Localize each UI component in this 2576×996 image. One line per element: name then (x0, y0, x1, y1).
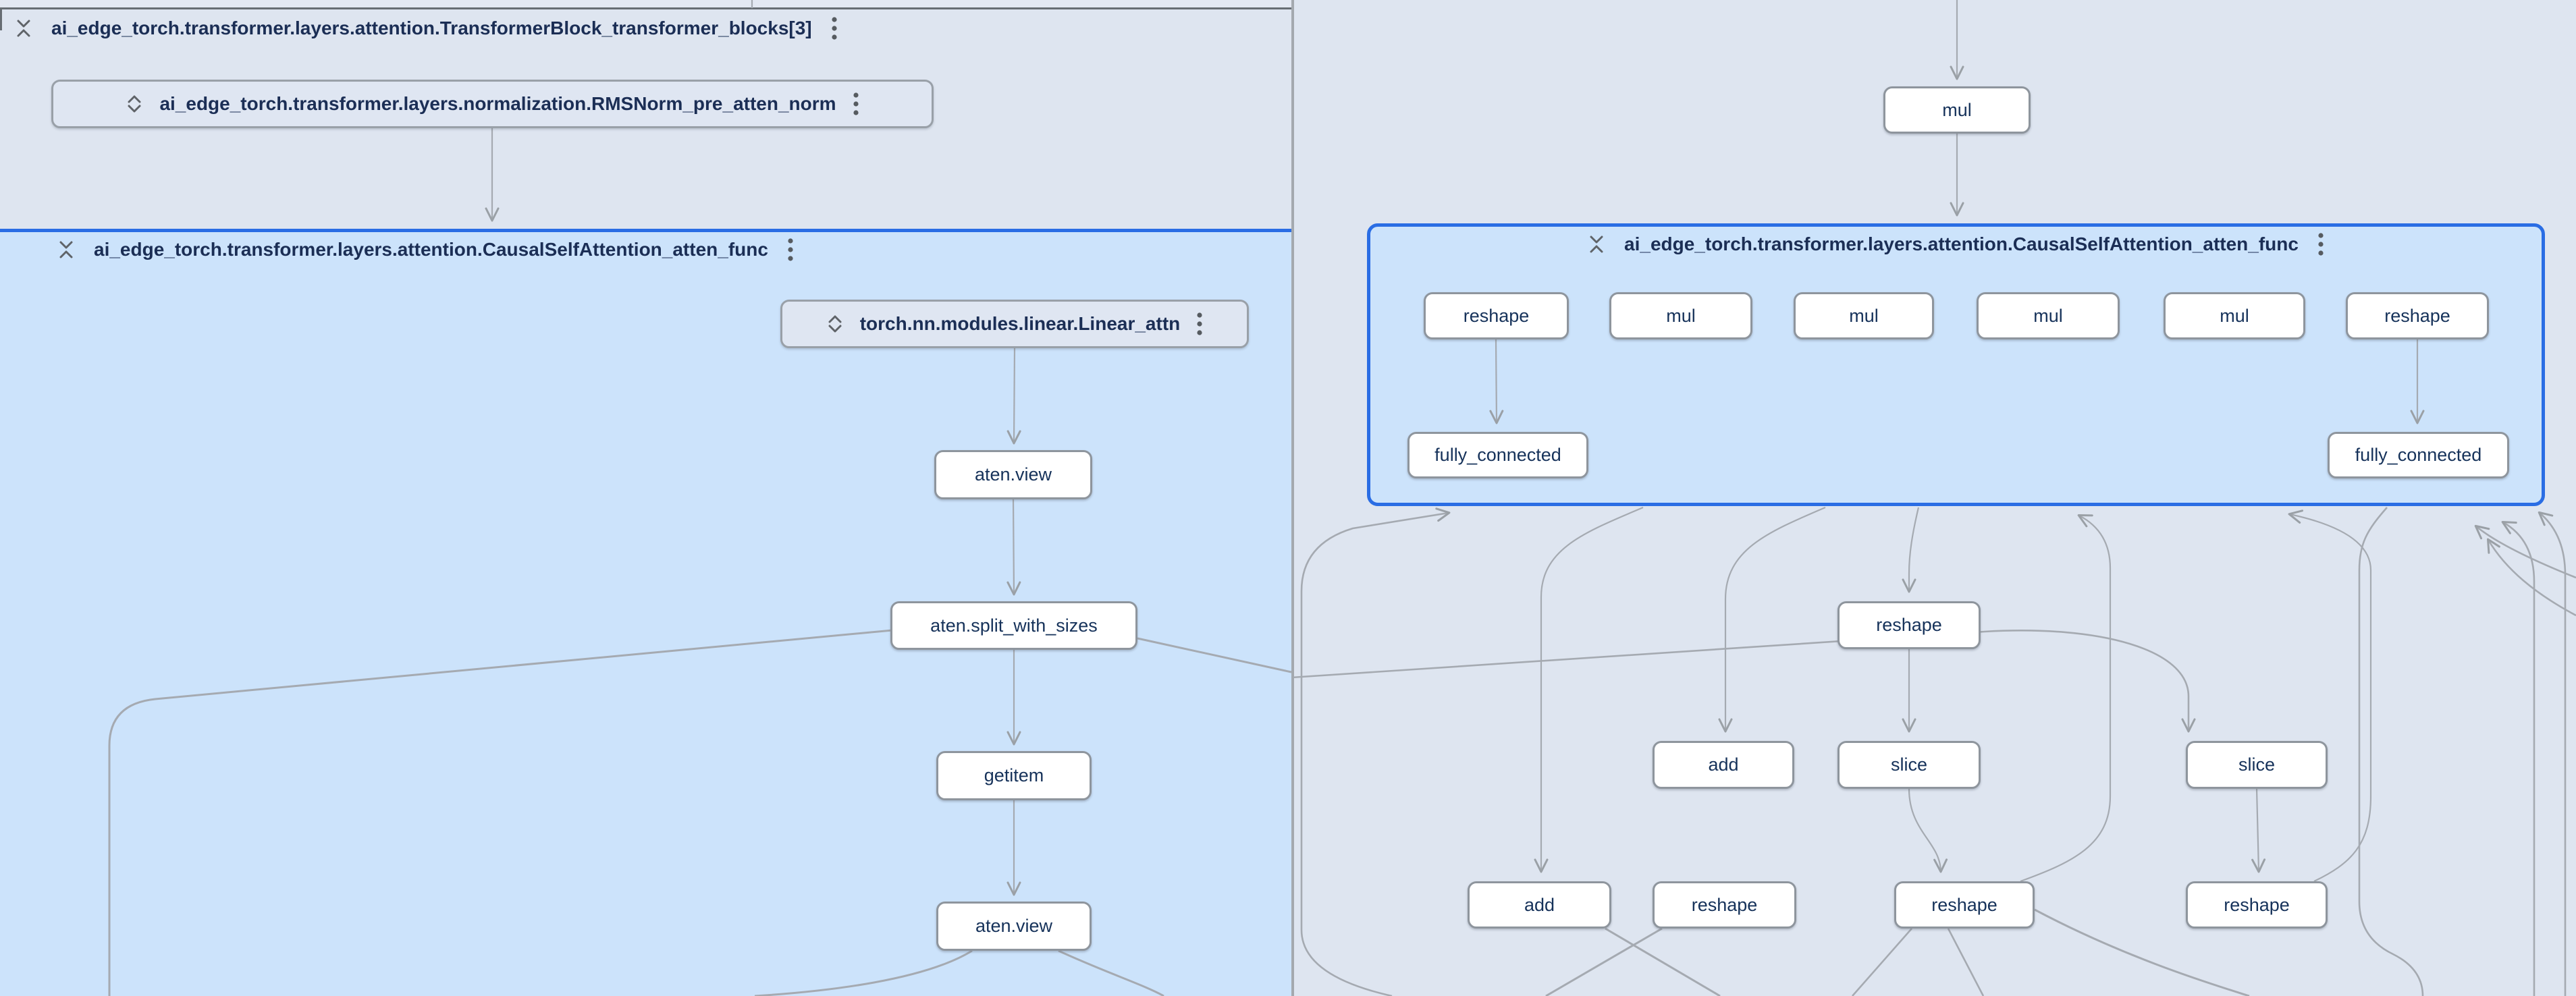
graph-edge (1291, 630, 2196, 733)
node-mul-row1-3[interactable]: mul (1977, 292, 2120, 339)
node-reshape-row3-3[interactable]: reshape (2186, 881, 2328, 929)
graph-edge (2020, 514, 2112, 883)
node-label: slice (1890, 754, 1927, 775)
graph-edge (1534, 506, 1644, 873)
graph-edge (108, 629, 893, 996)
node-label: fully_connected (1434, 445, 1561, 465)
graph-edge (1605, 927, 1721, 996)
kebab-menu-icon[interactable] (787, 238, 794, 262)
node-label: aten.view (974, 464, 1052, 485)
graph-edge (1902, 507, 1920, 593)
node-aten-split-with-sizes[interactable]: aten.split_with_sizes (890, 601, 1137, 650)
node-mul-row1-1[interactable]: mul (1609, 292, 1752, 339)
unfold-more-icon[interactable] (826, 314, 844, 334)
node-label: getitem (984, 765, 1044, 785)
node-label: aten.view (975, 916, 1053, 936)
node-aten-view-1[interactable]: aten.view (934, 450, 1092, 499)
node-rmsnorm-pre-atten-norm[interactable]: ai_edge_torch.transformer.layers.normali… (51, 80, 934, 128)
unfold-less-icon[interactable] (1588, 234, 1605, 254)
group-header-causal-self-attention-left[interactable]: ai_edge_torch.transformer.layers.attenti… (57, 238, 1070, 262)
node-label: aten.split_with_sizes (930, 615, 1098, 636)
node-reshape-mid[interactable]: reshape (1837, 601, 1981, 649)
pane-divider[interactable] (1291, 0, 1294, 996)
node-fully-connected-right[interactable]: fully_connected (2328, 432, 2509, 478)
node-label: slice (2238, 754, 2275, 775)
group-corner-border (0, 7, 2, 30)
node-add-row3[interactable]: add (1468, 881, 1611, 929)
kebab-menu-icon[interactable] (831, 16, 838, 40)
graph-edge (1545, 927, 1663, 996)
node-mul-top[interactable]: mul (1883, 86, 2031, 134)
node-label: reshape (2384, 305, 2450, 326)
kebab-menu-icon[interactable] (2317, 232, 2324, 256)
node-slice-2[interactable]: slice (2186, 741, 2328, 789)
node-label: fully_connected (2355, 445, 2482, 465)
node-linear-attn[interactable]: torch.nn.modules.linear.Linear_attn (780, 300, 1249, 348)
graph-edge (2358, 507, 2424, 996)
graph-edge (2501, 521, 2535, 996)
group-title: ai_edge_torch.transformer.layers.attenti… (51, 18, 812, 38)
unfold-more-icon[interactable] (126, 94, 143, 114)
graph-edge (1300, 507, 1451, 996)
graph-edge (1489, 339, 1504, 424)
group-title: ai_edge_torch.transformer.layers.attenti… (1624, 233, 2299, 254)
group-header-causal-self-attention-right[interactable]: ai_edge_torch.transformer.layers.attenti… (1367, 232, 2545, 256)
graph-edge (1852, 928, 1912, 996)
kebab-menu-icon[interactable] (1196, 312, 1203, 336)
node-label: mul (1666, 305, 1696, 326)
node-reshape-row1-left[interactable]: reshape (1424, 292, 1569, 339)
unfold-less-icon[interactable] (15, 18, 32, 38)
node-label: reshape (1463, 305, 1530, 326)
node-mul-row1-4[interactable]: mul (2164, 292, 2305, 339)
graph-edge (754, 949, 973, 996)
graph-edge (2474, 524, 2576, 579)
graph-edge (2538, 511, 2567, 996)
node-label: reshape (1931, 894, 1997, 915)
node-getitem[interactable]: getitem (936, 751, 1092, 800)
graph-edge (2288, 509, 2372, 882)
node-mul-row1-2[interactable]: mul (1794, 292, 1934, 339)
node-reshape-row3-1[interactable]: reshape (1653, 881, 1796, 929)
node-reshape-row3-2[interactable]: reshape (1894, 881, 2035, 929)
node-label: mul (2033, 305, 2063, 326)
kebab-menu-icon[interactable] (853, 92, 859, 116)
node-add-row2[interactable]: add (1653, 741, 1794, 789)
graph-edge (1947, 928, 1985, 996)
graph-edge (1137, 637, 1292, 673)
node-label: reshape (1876, 615, 1942, 635)
unfold-less-icon[interactable] (57, 240, 75, 260)
node-label: reshape (2224, 894, 2290, 915)
node-fully-connected-left[interactable]: fully_connected (1407, 432, 1588, 478)
node-label: add (1708, 754, 1739, 775)
graph-edge (1908, 788, 1948, 873)
node-label: mul (1849, 305, 1879, 326)
graph-edge (1718, 506, 1826, 733)
graph-edge (1007, 348, 1021, 445)
node-label: ai_edge_torch.transformer.layers.normali… (159, 93, 836, 114)
graph-edge (1058, 949, 1164, 996)
node-label: reshape (1691, 894, 1758, 915)
node-label: mul (1942, 99, 1972, 120)
graph-edge (2251, 788, 2266, 873)
graph-edge (2486, 538, 2576, 617)
node-reshape-row1-right[interactable]: reshape (2346, 292, 2489, 339)
node-label: add (1524, 894, 1555, 915)
group-title: ai_edge_torch.transformer.layers.attenti… (94, 239, 768, 260)
graph-edge (2034, 908, 2250, 996)
node-label: mul (2220, 305, 2249, 326)
graph-edge (1007, 499, 1021, 596)
node-label: torch.nn.modules.linear.Linear_attn (859, 313, 1181, 334)
group-header-transformer-block[interactable]: ai_edge_torch.transformer.layers.attenti… (15, 16, 1027, 40)
node-slice-1[interactable]: slice (1837, 741, 1981, 789)
node-aten-view-2[interactable]: aten.view (936, 902, 1092, 951)
